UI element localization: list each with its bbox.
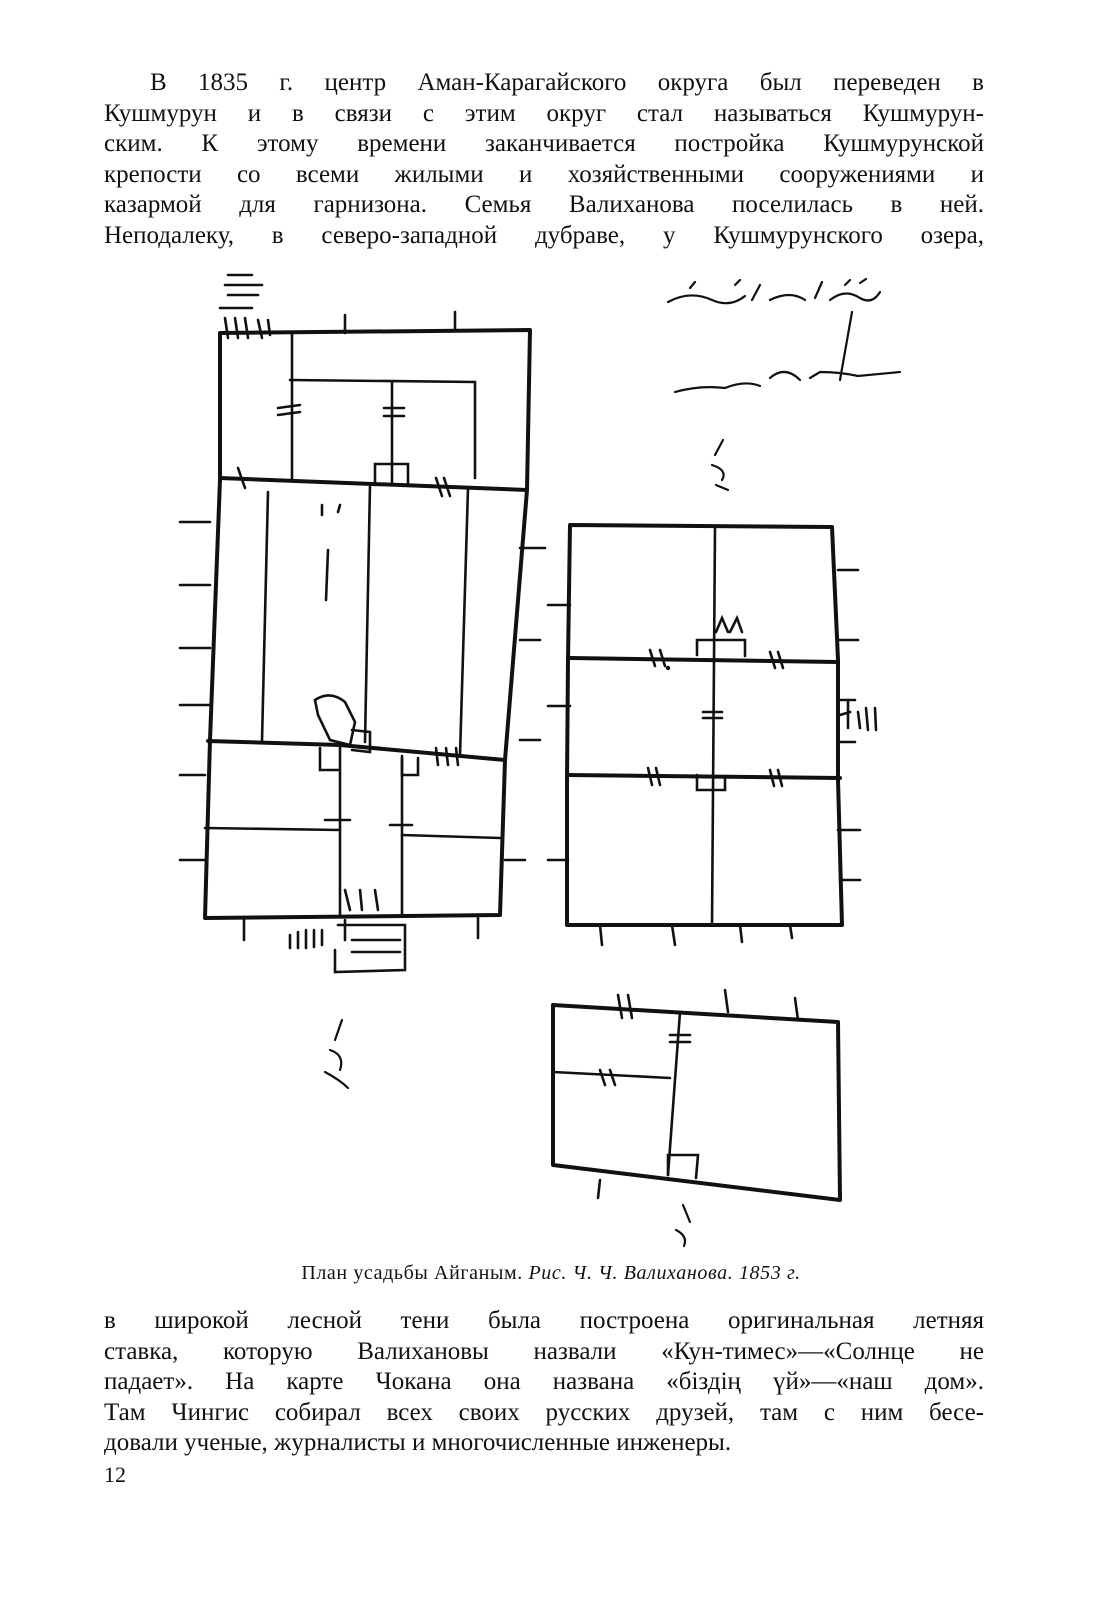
- figure-caption: План усадьбы Айганым. Рис. Ч. Ч. Валихан…: [0, 1262, 1102, 1285]
- right-building-plan: [546, 438, 878, 947]
- text-line: ским. К этому времени заканчивается пост…: [104, 130, 984, 157]
- text-line: в широкой лесной тени была построена ори…: [104, 1307, 984, 1334]
- text-line: В 1835 г. центр Аман-Карагайского округа…: [150, 69, 984, 96]
- caption-credit: Рис. Ч. Ч. Валиханова. 1853 г.: [528, 1262, 801, 1284]
- text-line: казармой для гарнизона. Семья Валиханова…: [104, 191, 984, 218]
- arabic-handwritten-note: [666, 277, 902, 394]
- left-building-plan: [178, 273, 547, 1090]
- text-line: крепости со всеми жилыми и хозяйственным…: [104, 160, 984, 188]
- text-line: ставка, которую Валихановы назвали «Кун-…: [104, 1337, 984, 1365]
- paragraph-bottom: в широкой лесной тени была построена ори…: [104, 1306, 984, 1459]
- text-line: Кушмурун и в связи с этим округ стал наз…: [104, 99, 984, 127]
- text-line: падает». На карте Чокана она названа «бі…: [104, 1368, 984, 1395]
- caption-text: План усадьбы Айганым.: [301, 1262, 523, 1284]
- text-line: довали ученые, журналисты и многочисленн…: [104, 1429, 732, 1456]
- text-line: Неподалеку, в северо-западной дубраве, у…: [104, 221, 984, 249]
- page-number: 12: [104, 1462, 126, 1487]
- paragraph-top: В 1835 г. центр Аман-Карагайского округа…: [104, 68, 984, 251]
- text-line: Там Чингис собирал всех своих русских др…: [104, 1398, 984, 1426]
- small-building-plan: [551, 988, 842, 1248]
